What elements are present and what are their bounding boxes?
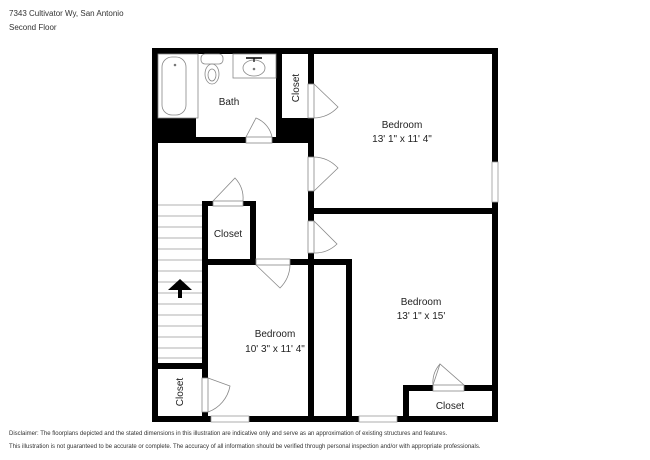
room-dimensions-bedroom-top: 13' 1" x 11' 4" bbox=[372, 134, 432, 145]
door-swing-icon bbox=[212, 200, 244, 207]
room-label-bedroom-bottom: Bedroom bbox=[255, 329, 296, 340]
door-swing-icon bbox=[201, 377, 209, 413]
door-swing-icon bbox=[255, 258, 291, 266]
stairs-up-arrow-icon bbox=[168, 279, 192, 298]
door-swing-icon bbox=[307, 220, 315, 254]
disclaimer-line-1: Disclaimer: The floorplans depicted and … bbox=[9, 431, 448, 437]
room-label-closet-mid: Closet bbox=[214, 229, 243, 240]
room-label-closet-top: Closet bbox=[291, 74, 302, 103]
room-dimensions-bedroom-bottom: 10' 3" x 11' 4" bbox=[245, 344, 305, 355]
door-swing-icon bbox=[307, 156, 315, 192]
bathtub-icon bbox=[157, 53, 199, 119]
window-icon bbox=[491, 161, 499, 203]
door-swing-icon bbox=[432, 384, 465, 392]
room-label-closet-bottom-left: Closet bbox=[175, 378, 186, 407]
windows bbox=[210, 161, 499, 423]
walls bbox=[152, 48, 498, 422]
disclaimer-line-2: This illustration is not guaranteed to b… bbox=[9, 444, 481, 450]
room-label-bedroom-top: Bedroom bbox=[382, 120, 423, 131]
floor-label: Second Floor bbox=[9, 23, 57, 32]
room-label-bedroom-right: Bedroom bbox=[401, 297, 442, 308]
window-icon bbox=[210, 415, 250, 423]
window-icon bbox=[358, 415, 398, 423]
stairs bbox=[158, 204, 202, 359]
sink-icon bbox=[232, 53, 277, 79]
door-swing-icon bbox=[307, 83, 315, 119]
room-dimensions-bedroom-right: 13' 1" x 15' bbox=[397, 311, 446, 322]
doors bbox=[201, 83, 465, 413]
property-address: 7343 Cultivator Wy, San Antonio bbox=[9, 9, 124, 18]
room-label-bath: Bath bbox=[219, 97, 240, 108]
toilet-icon bbox=[200, 53, 224, 85]
room-label-closet-bottom-right: Closet bbox=[436, 401, 465, 412]
door-swing-icon bbox=[245, 136, 273, 144]
room-labels: Bath Closet Bedroom 13' 1" x 11' 4" Clos… bbox=[175, 74, 464, 412]
